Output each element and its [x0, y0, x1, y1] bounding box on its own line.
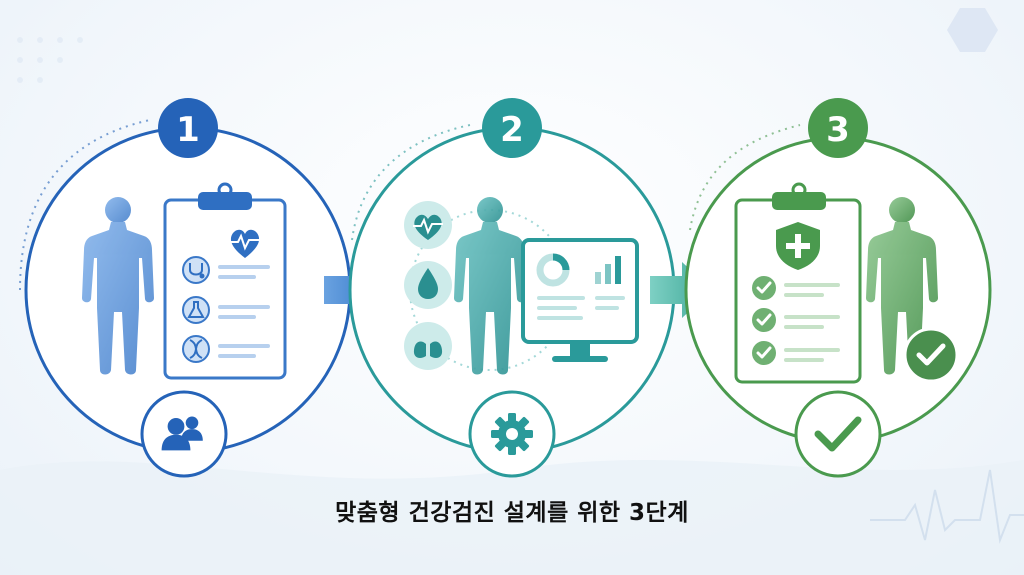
clipboard-icon [163, 182, 287, 380]
step-2: 2 [348, 98, 676, 478]
step-1: 1 [24, 98, 352, 478]
hexagon-decoration [947, 8, 998, 52]
flask-icon [182, 296, 210, 324]
heart-pulse-icon [404, 201, 452, 249]
dna-icon [182, 335, 210, 363]
gear-icon [491, 413, 533, 455]
step-1-number-badge: 1 [158, 98, 218, 158]
stethoscope-icon [182, 256, 210, 284]
step-2-number-badge: 2 [482, 98, 542, 158]
step-3-number-badge: 3 [808, 98, 868, 158]
checkmark-icon [814, 416, 862, 452]
shield-cross-icon [776, 222, 820, 270]
step-2-bottom-badge [468, 390, 556, 478]
caption: 맞춤형 건강검진 설계를 위한 3단계 [335, 500, 689, 526]
check-badge-icon [903, 327, 959, 383]
step-1-number: 1 [176, 110, 200, 150]
heart-pulse-icon [228, 229, 262, 258]
monitor-chart-icon [521, 238, 639, 362]
step-2-number: 2 [500, 110, 524, 150]
ecg-line-decoration [870, 469, 1024, 544]
step-3-bottom-badge [794, 390, 882, 478]
step-1-bottom-badge [140, 390, 228, 478]
background-decoration [0, 8, 1024, 575]
step-3-number: 3 [826, 110, 850, 150]
lungs-icon [404, 322, 452, 370]
blood-drop-icon [404, 261, 452, 309]
checklist-icon [734, 182, 862, 384]
step-3: 3 [684, 98, 992, 478]
